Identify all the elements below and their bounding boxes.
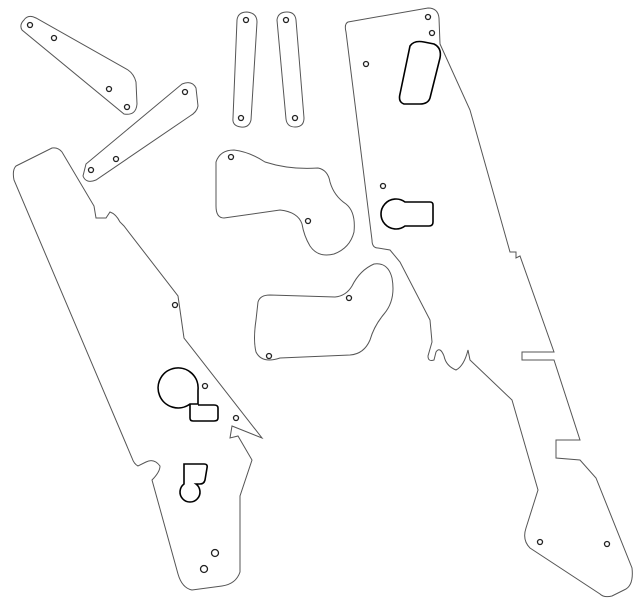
part-arm-top-left (20, 15, 138, 115)
hole (112, 155, 120, 163)
hole (265, 352, 273, 360)
hole (424, 13, 432, 21)
hole (181, 88, 189, 96)
hole (227, 153, 235, 161)
slot-cutout (398, 40, 442, 105)
hole (242, 16, 250, 24)
keyhole-cutout (179, 463, 208, 503)
hole (237, 114, 245, 122)
hole (536, 538, 544, 546)
hole (105, 85, 113, 93)
part-link-1 (232, 11, 258, 128)
hole (201, 382, 209, 390)
hole (428, 29, 436, 37)
part-frame-right (344, 7, 633, 598)
hole (26, 21, 34, 29)
part-bracket-upper (215, 149, 355, 256)
hole (345, 294, 353, 302)
hole (603, 540, 611, 548)
keyhole-cutout (157, 367, 219, 422)
part-frame-left (12, 147, 264, 591)
hole (171, 301, 179, 309)
hole (123, 103, 131, 111)
hole (87, 166, 95, 174)
hole (199, 564, 209, 574)
hole (50, 34, 58, 42)
hole (282, 16, 290, 24)
hole (304, 217, 312, 225)
keyhole-cutout (380, 198, 434, 230)
hole (210, 548, 220, 558)
part-arm-middle-left (82, 82, 199, 182)
part-bracket-lower (254, 263, 394, 361)
hole (362, 60, 370, 68)
hole (291, 114, 299, 122)
hole (379, 182, 387, 190)
part-link-2 (276, 11, 305, 128)
hole (232, 414, 240, 422)
